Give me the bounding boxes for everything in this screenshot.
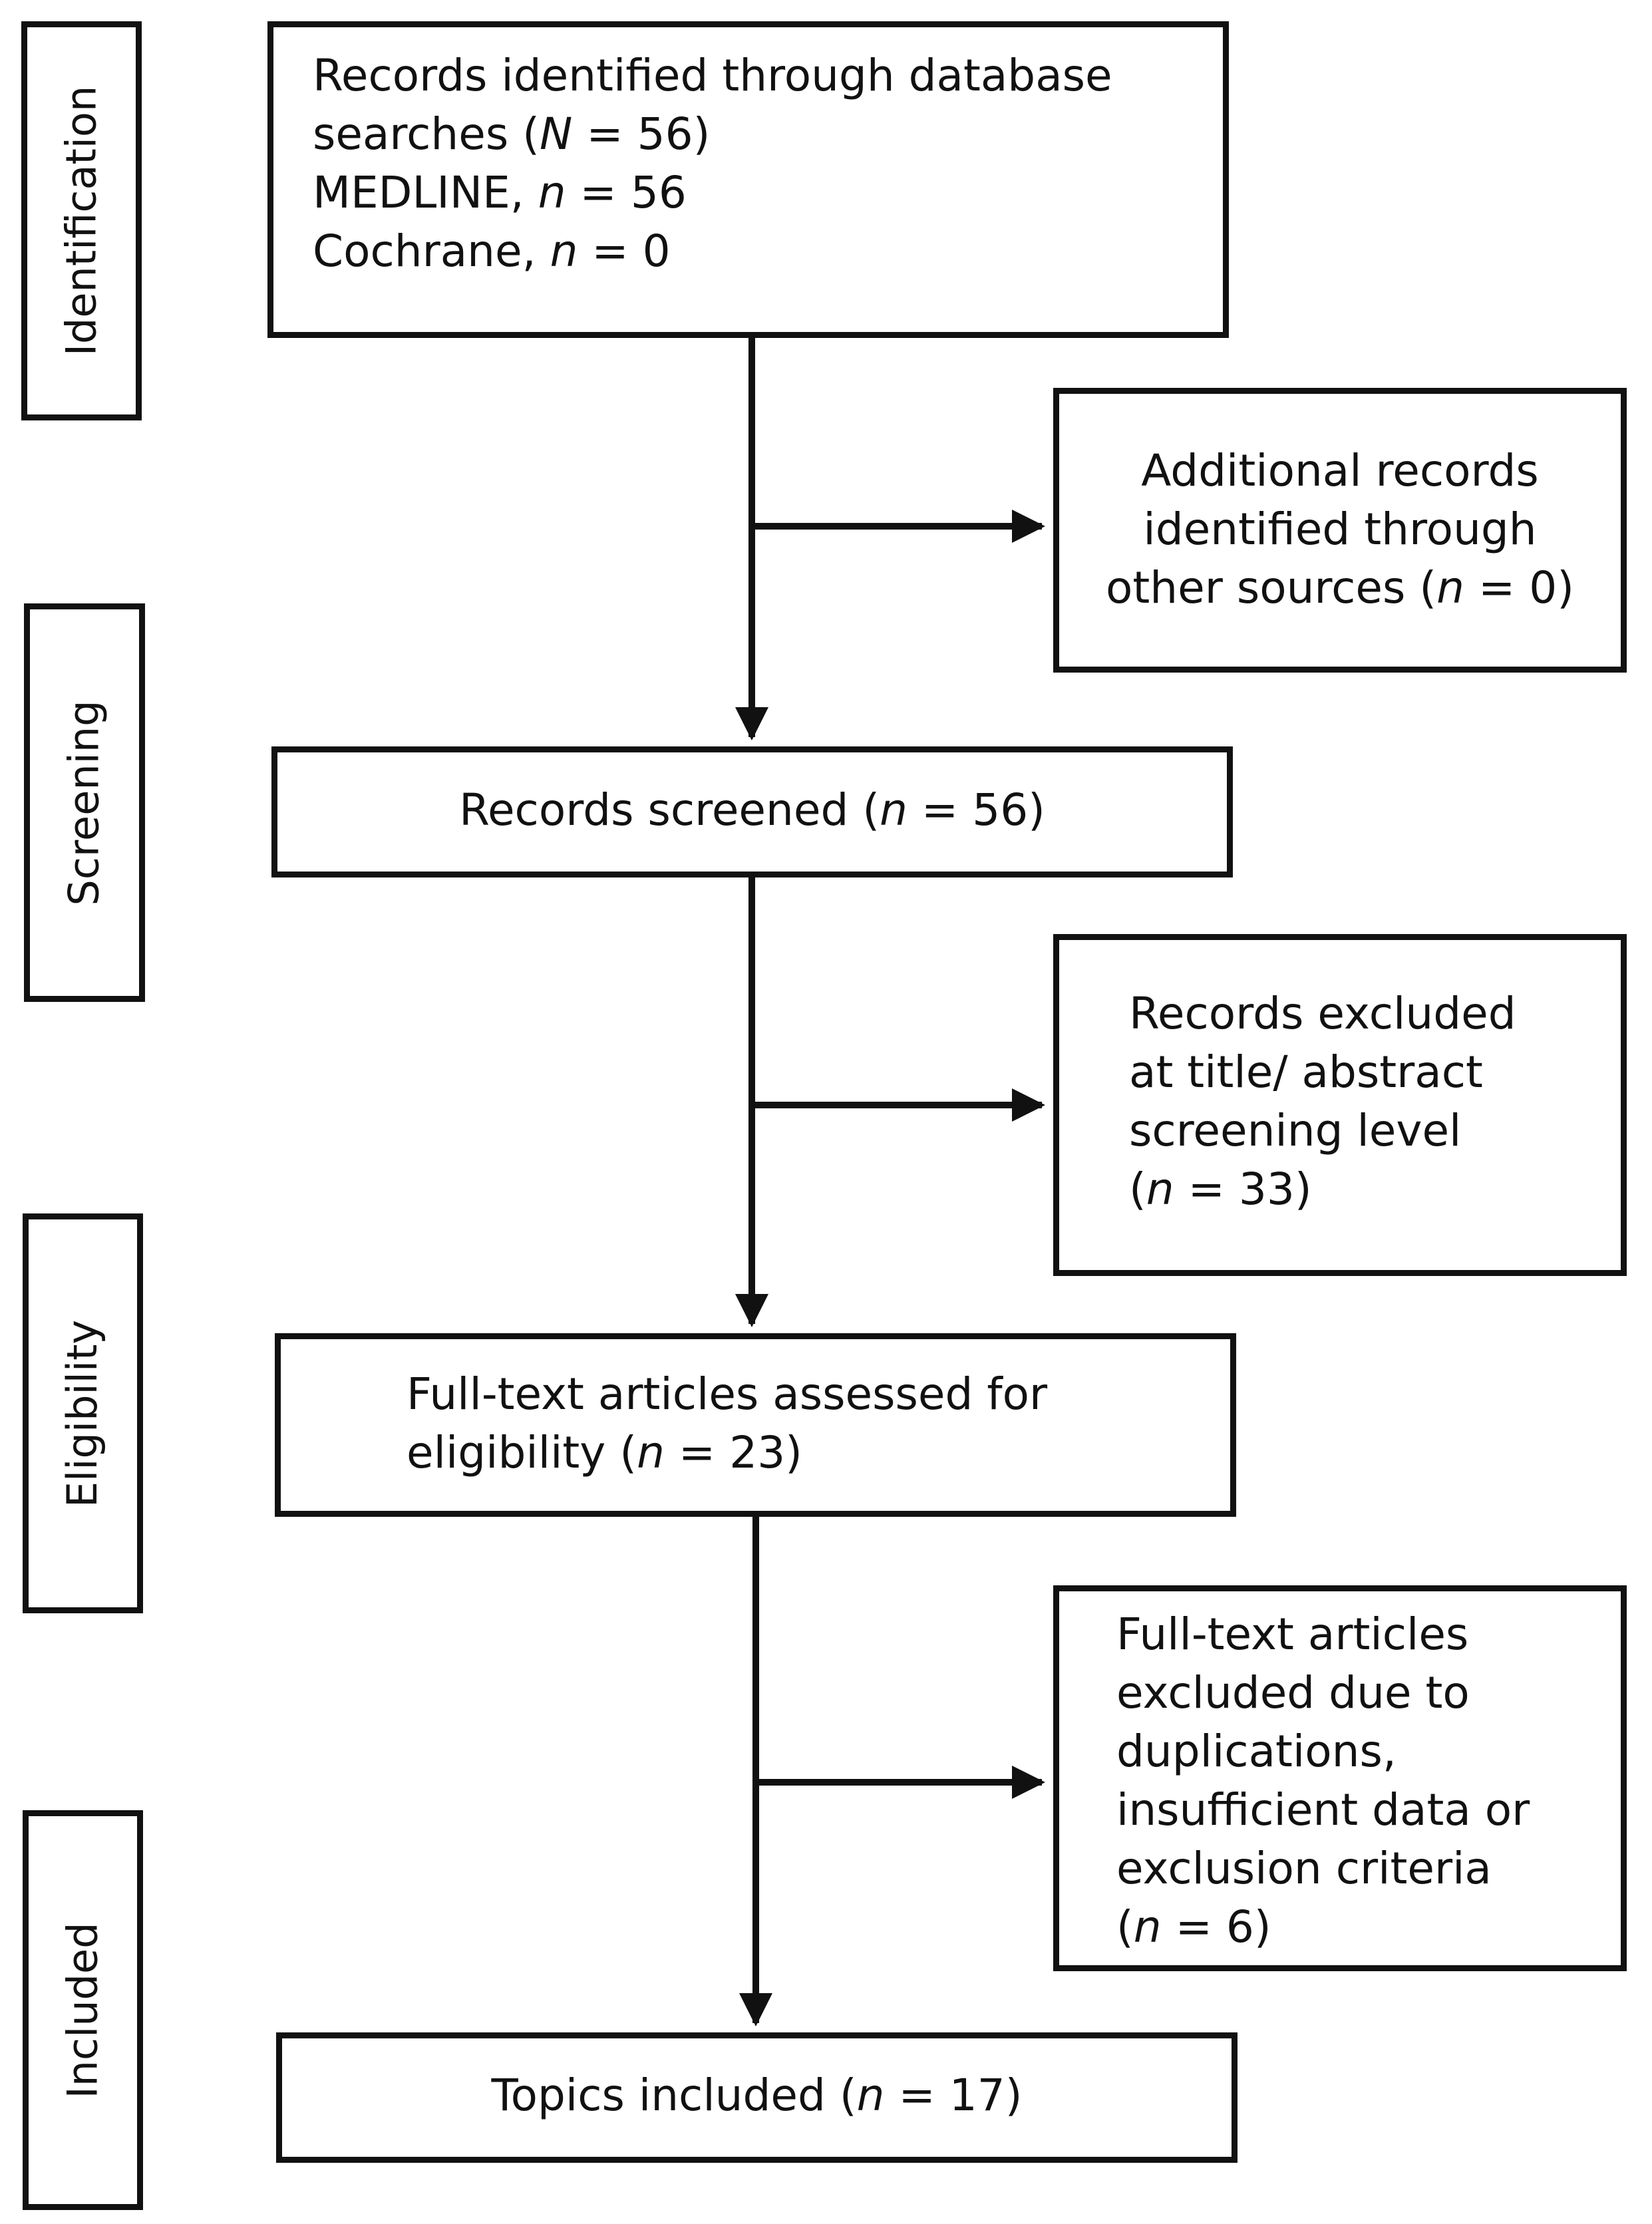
database-search-line-2: searches (N = 56) — [313, 108, 711, 160]
fulltext-assessed-text: Full-text articles assessed for eligibil… — [407, 1365, 1047, 1482]
fulltext-assessed-line-2: eligibility (n = 23) — [407, 1427, 802, 1478]
records-screened-box — [271, 746, 1233, 877]
additional-records-box — [1053, 388, 1627, 673]
fulltext-excluded-line-6: (n = 6) — [1116, 1901, 1271, 1953]
database-search-line-1: Records identified through database — [313, 50, 1112, 101]
records-screened-text: Records screened (n = 56) — [459, 784, 1045, 836]
database-search-line-4: Cochrane, n = 0 — [313, 226, 671, 277]
topics-included-box — [276, 2032, 1238, 2163]
records-excluded-line-2: at title/ abstract — [1129, 1046, 1483, 1098]
records-excluded-box — [1053, 934, 1627, 1276]
database-search-box — [267, 21, 1229, 338]
topics-included-text: Topics included (n = 17) — [491, 2070, 1023, 2121]
fulltext-excluded-line-5: exclusion criteria — [1116, 1843, 1492, 1894]
fulltext-excluded-text: Full-text articles excluded due to dupli… — [1116, 1605, 1530, 1957]
records-excluded-line-1: Records excluded — [1129, 988, 1516, 1039]
additional-records-line-3: other sources (n = 0) — [1106, 562, 1574, 613]
fulltext-excluded-line-4: insufficient data or — [1116, 1784, 1530, 1835]
database-search-line-3: MEDLINE, n = 56 — [313, 167, 687, 218]
stage-included-box: Included — [23, 1810, 143, 2210]
stage-screening-box: Screening — [24, 603, 145, 1002]
records-excluded-line-4: (n = 33) — [1129, 1164, 1312, 1215]
additional-records-line-2: identified through — [1143, 504, 1537, 555]
fulltext-excluded-line-3: duplications, — [1116, 1726, 1397, 1777]
stage-identification-box: Identification — [21, 21, 142, 420]
fulltext-excluded-line-1: Full-text articles — [1116, 1609, 1469, 1660]
database-search-text: Records identified through database sear… — [313, 47, 1112, 281]
records-excluded-line-3: screening level — [1129, 1105, 1462, 1156]
records-excluded-text: Records excluded at title/ abstract scre… — [1129, 985, 1516, 1219]
additional-records-line-1: Additional records — [1141, 445, 1539, 496]
fulltext-excluded-line-2: excluded due to — [1116, 1667, 1470, 1718]
additional-records-text: Additional records identified through ot… — [1053, 442, 1627, 617]
fulltext-assessed-line-1: Full-text articles assessed for — [407, 1368, 1048, 1420]
stage-eligibility-box: Eligibility — [23, 1213, 143, 1613]
fulltext-assessed-box — [275, 1333, 1236, 1517]
fulltext-excluded-box — [1053, 1585, 1627, 1971]
